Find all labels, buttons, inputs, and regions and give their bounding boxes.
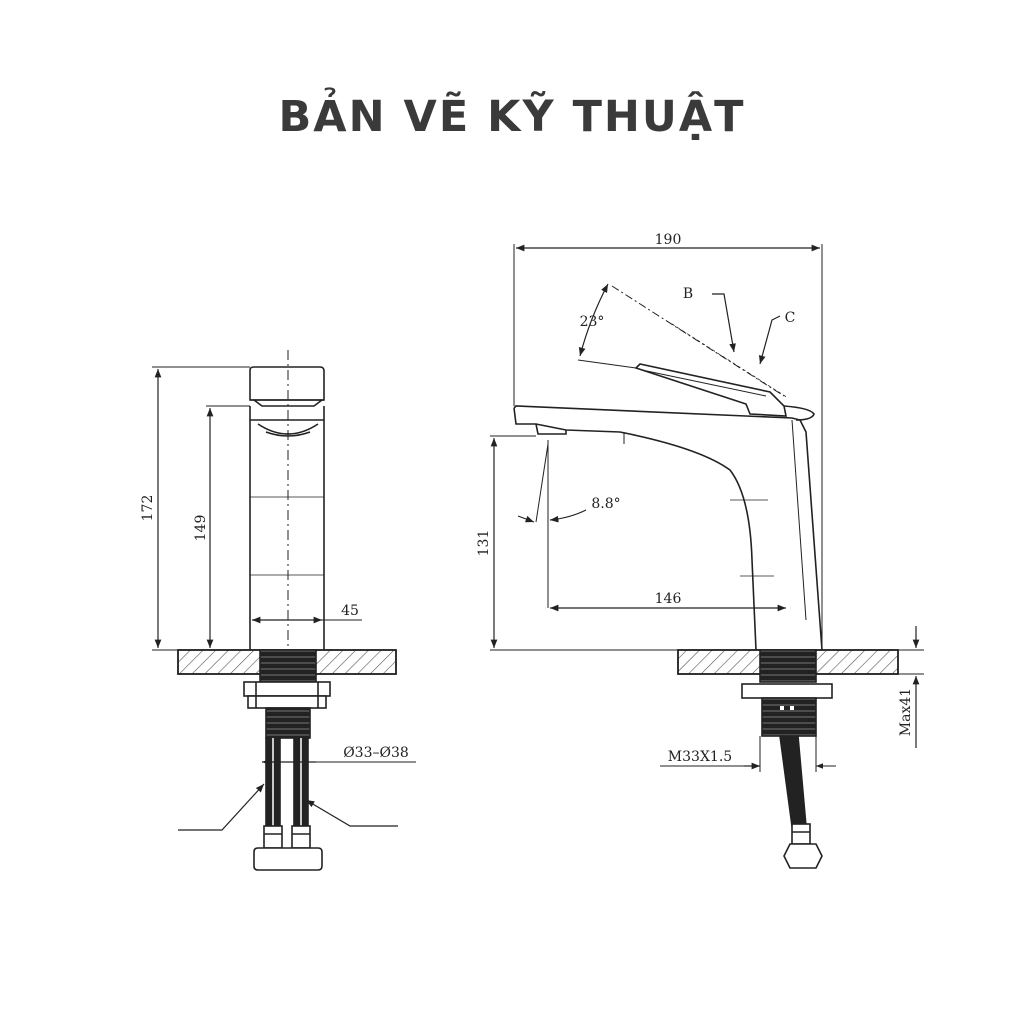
dim-total-height: 172 xyxy=(140,495,156,522)
dim-thread: M33X1.5 xyxy=(668,749,732,765)
front-view xyxy=(152,350,416,871)
dim-handle-angle: 23° xyxy=(580,314,605,330)
side-spout-body xyxy=(619,431,757,651)
dim-body-width: 45 xyxy=(341,603,359,619)
dim-hole-diameter: Ø33–Ø38 xyxy=(343,745,409,761)
dim-spout-angle: 8.8° xyxy=(591,496,620,512)
side-view xyxy=(490,244,924,869)
side-spout-top xyxy=(513,405,823,651)
front-nut xyxy=(243,681,331,697)
front-body xyxy=(249,406,325,650)
side-bottom-nut xyxy=(783,843,823,869)
side-hose xyxy=(779,735,807,827)
dim-spout-height: 131 xyxy=(476,530,492,557)
dim-length: 190 xyxy=(655,232,682,248)
side-nut xyxy=(741,683,833,699)
dim-max-thickness: Max41 xyxy=(898,688,914,736)
label-b: B xyxy=(683,286,693,302)
label-c: C xyxy=(785,310,796,326)
side-shank xyxy=(759,649,817,683)
dim-spout-reach: 146 xyxy=(655,591,682,607)
side-handle xyxy=(634,363,787,417)
front-bottom-nut xyxy=(253,847,323,871)
front-shank xyxy=(259,649,317,683)
page-title: BẢN VẼ KỸ THUẬT xyxy=(278,92,746,142)
front-handle xyxy=(249,366,325,401)
dim-body-height: 149 xyxy=(193,515,209,542)
